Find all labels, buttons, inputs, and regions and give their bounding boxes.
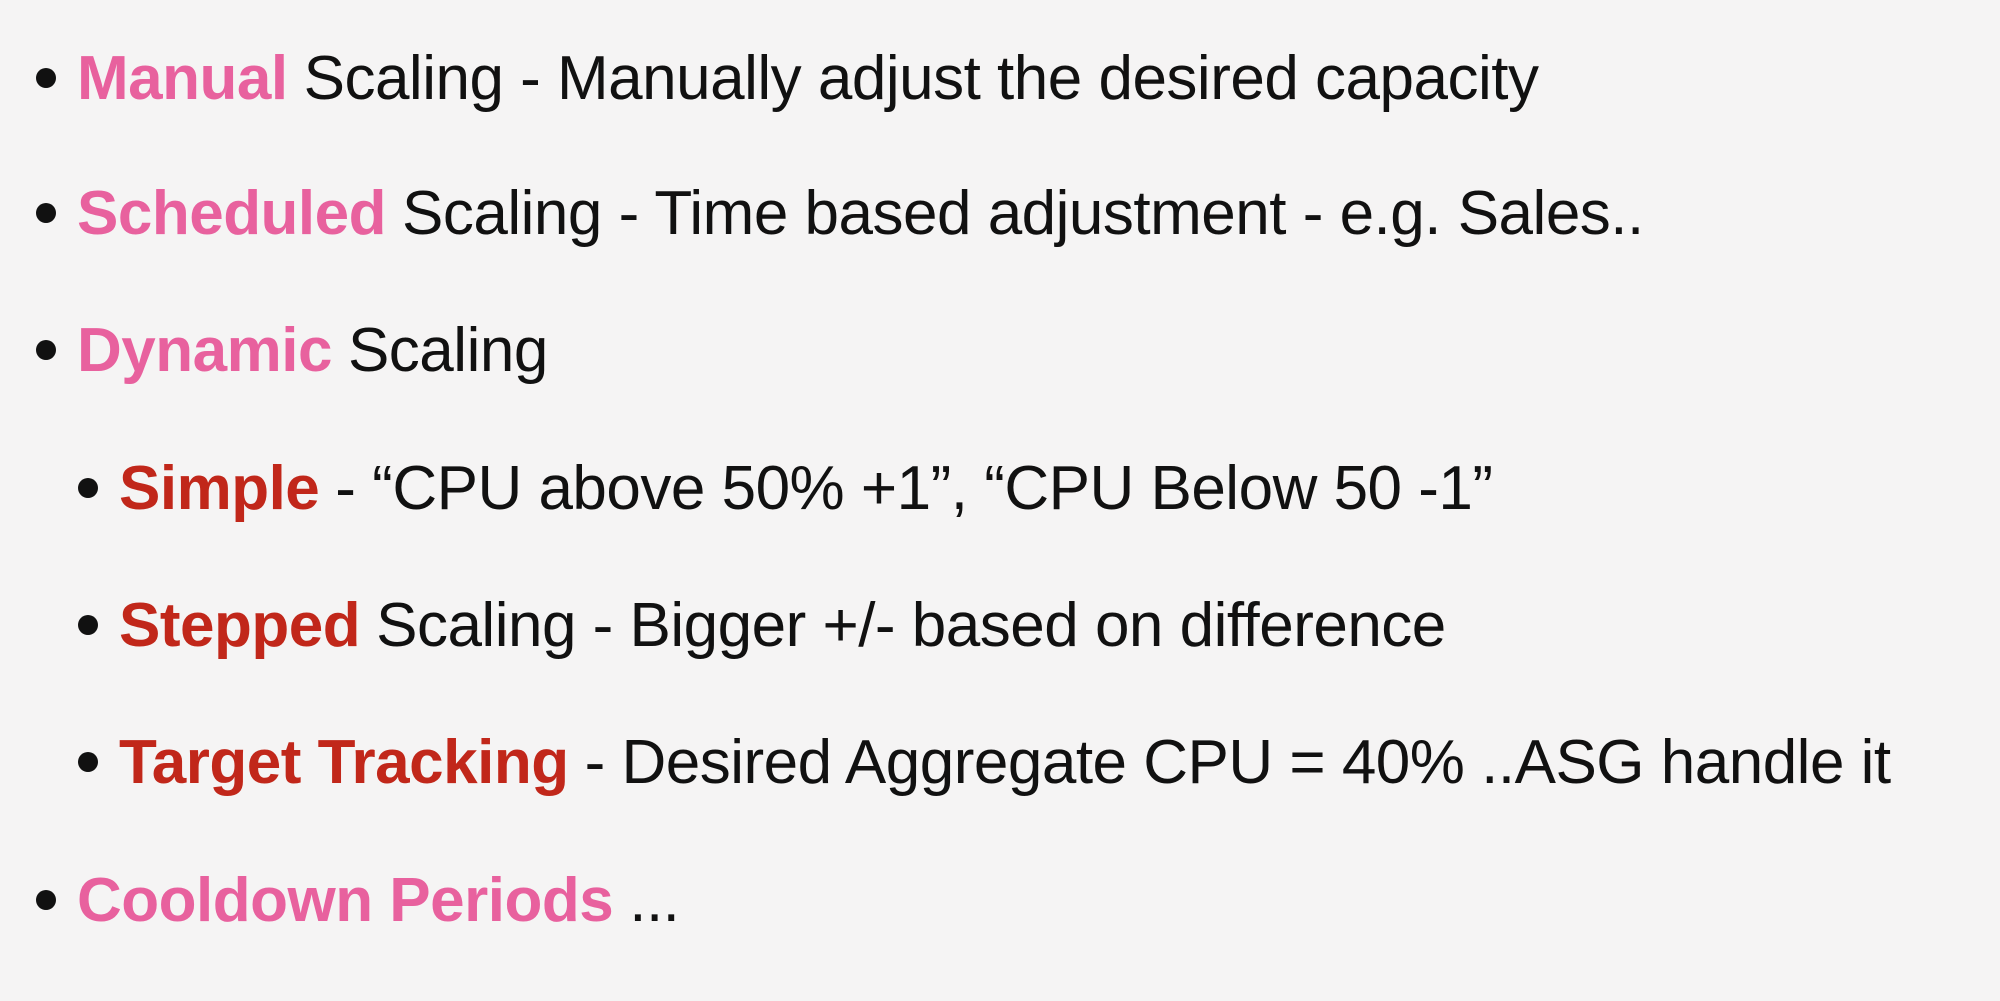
bullet-target-tracking: Target Tracking - Desired Aggregate CPU …	[78, 717, 1891, 807]
bullet-keyword: Dynamic	[77, 315, 332, 385]
bullet-text: - Desired Aggregate CPU = 40% ..ASG hand…	[584, 727, 1892, 797]
bullet-dot-icon	[78, 752, 98, 772]
bullet-text: Scaling - Bigger +/- based on difference	[376, 590, 1446, 660]
bullet-dot-icon	[36, 340, 56, 360]
bullet-text: ...	[629, 865, 680, 935]
bullet-dot-icon	[78, 478, 98, 498]
bullet-scheduled-scaling: Scheduled Scaling - Time based adjustmen…	[36, 168, 1644, 258]
bullet-keyword: Target Tracking	[119, 727, 569, 797]
bullet-cooldown-periods: Cooldown Periods ...	[36, 855, 680, 945]
bullet-text: Scaling	[347, 315, 548, 385]
bullet-dot-icon	[36, 890, 56, 910]
bullet-text: - “CPU above 50% +1”, “CPU Below 50 -1”	[335, 453, 1493, 523]
bullet-dot-icon	[36, 203, 56, 223]
bullet-simple-scaling: Simple - “CPU above 50% +1”, “CPU Below …	[78, 443, 1493, 533]
bullet-keyword: Stepped	[119, 590, 361, 660]
bullet-dot-icon	[78, 615, 98, 635]
bullet-keyword: Manual	[77, 43, 288, 113]
bullet-text: Scaling - Time based adjustment - e.g. S…	[402, 178, 1644, 248]
bullet-keyword: Simple	[119, 453, 320, 523]
bullet-dot-icon	[36, 68, 56, 88]
bullet-keyword: Scheduled	[77, 178, 387, 248]
bullet-stepped-scaling: Stepped Scaling - Bigger +/- based on di…	[78, 580, 1446, 670]
bullet-text: Scaling - Manually adjust the desired ca…	[303, 43, 1539, 113]
bullet-manual-scaling: Manual Scaling - Manually adjust the des…	[36, 33, 1539, 123]
bullet-dynamic-scaling: Dynamic Scaling	[36, 305, 548, 395]
bullet-keyword: Cooldown Periods	[77, 865, 614, 935]
